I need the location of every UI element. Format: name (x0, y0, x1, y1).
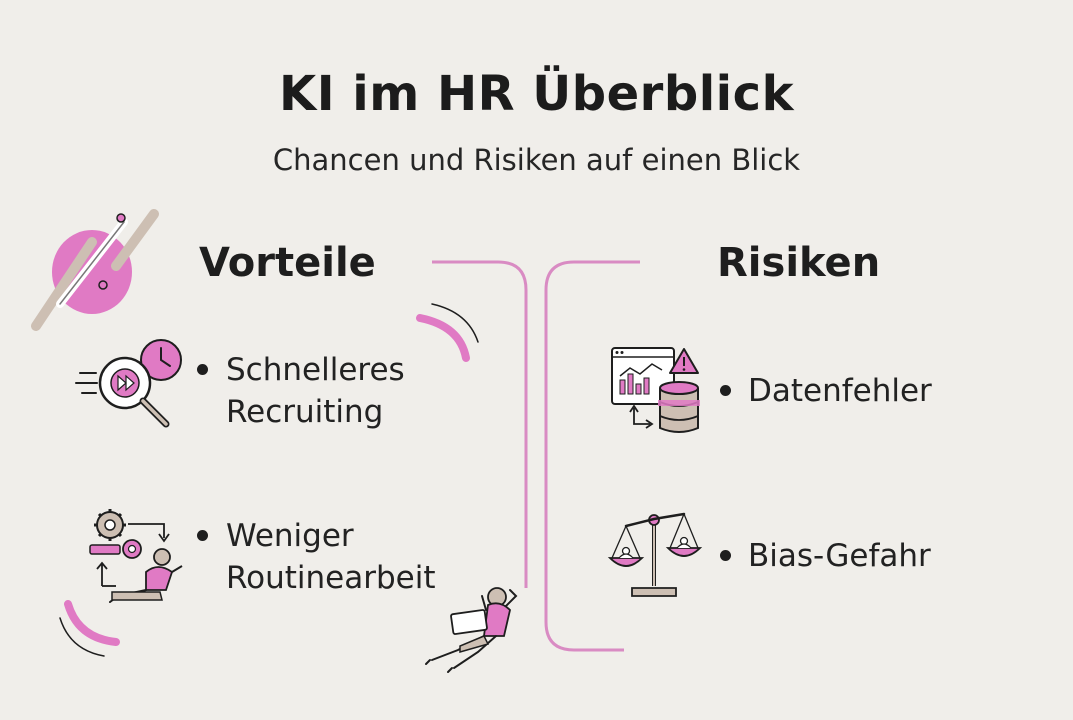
fast-search-clock-icon (75, 339, 182, 428)
list-item-line: Weniger (226, 518, 354, 554)
page-title: KI im HR Überblick (279, 66, 794, 122)
arc-decoration-icon (416, 303, 479, 362)
list-item: Bias-Gefahr (748, 538, 931, 574)
bullet (720, 550, 731, 561)
list-item-line: Schnelleres (226, 352, 405, 388)
bullet (197, 530, 208, 541)
bullet (197, 364, 208, 375)
automation-relax-icon (89, 509, 183, 603)
arc-decoration-icon (59, 600, 120, 657)
abstract-blob-icon (31, 209, 159, 331)
list-item: Weniger Routinearbeit (226, 515, 436, 599)
data-error-icon (611, 347, 700, 433)
list-item: Datenfehler (748, 373, 932, 409)
person-laptop-icon (425, 587, 518, 673)
heading-vorteile: Vorteile (199, 240, 376, 286)
divider-right (544, 260, 640, 652)
heading-risiken: Risiken (717, 240, 881, 286)
scale-icon (607, 512, 703, 597)
list-item-line: Recruiting (226, 394, 384, 430)
list-item: Schnelleres Recruiting (226, 349, 405, 433)
bullet (720, 385, 731, 396)
divider-left (432, 260, 528, 588)
list-item-line: Routinearbeit (226, 560, 436, 596)
page-subtitle: Chancen und Risiken auf einen Blick (272, 143, 801, 177)
